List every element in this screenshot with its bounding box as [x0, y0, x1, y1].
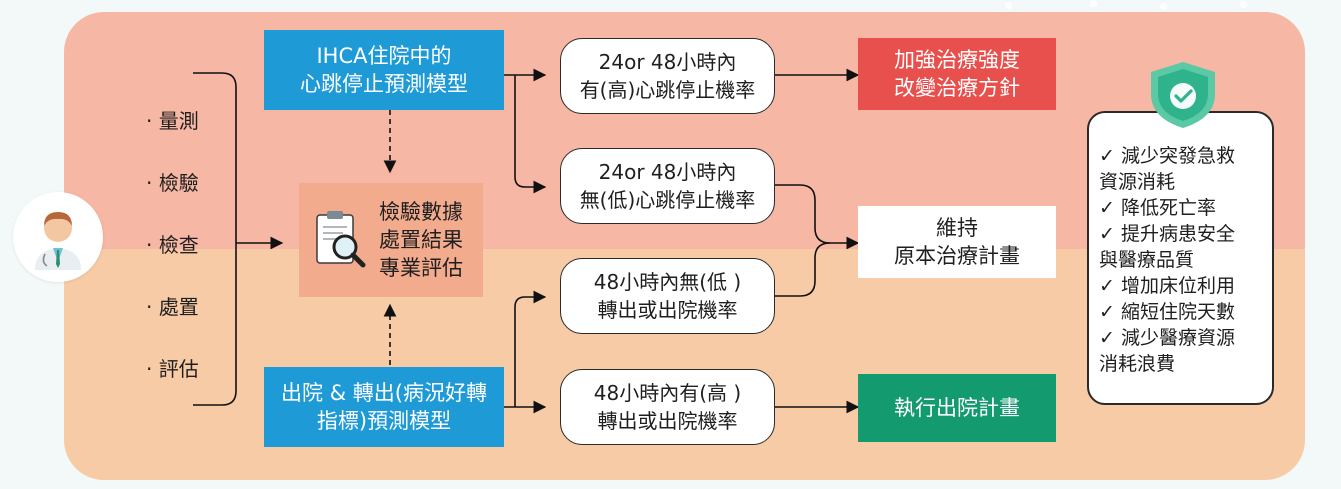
evidence-line1: 檢驗數據 — [379, 200, 463, 224]
inputs-bracket — [193, 72, 237, 406]
input-item-assessment: · 評估 — [146, 357, 199, 381]
arrow-dc-low — [514, 290, 547, 407]
outcome-low-arrest: 24or 48小時內 無(低)心跳停止機率 — [560, 148, 775, 224]
action-intensify-box: 加強治療強度 改變治療方針 — [858, 38, 1056, 110]
benefit-item: 消耗浪費 — [1099, 353, 1176, 375]
clipboard-magnifier-icon — [316, 211, 366, 268]
discharge-model-line2: 指標)預測模型 — [316, 409, 452, 433]
benefit-item: 資源消耗 — [1099, 171, 1176, 193]
ihca-model-line1: IHCA住院中的 — [316, 44, 452, 68]
benefit-item: ✓縮短住院天數 — [1099, 301, 1236, 323]
outcome-low-discharge: 48小時內無(低 ) 轉出或出院機率 — [560, 258, 775, 334]
outcome-low-discharge-line1: 48小時內無(低 ) — [593, 270, 742, 294]
arrow-dclow-to-maintain — [775, 242, 831, 297]
input-item-treatment: · 處置 — [146, 295, 199, 319]
discharge-model-line1: 出院 & 轉出(病況好轉 — [281, 381, 487, 405]
shield-check-icon — [1151, 62, 1215, 128]
doctor-avatar — [13, 192, 103, 282]
decor-dot — [1160, 3, 1167, 10]
benefit-item: ✓提升病患安全 — [1099, 223, 1236, 245]
outcome-high-arrest: 24or 48小時內 有(高)心跳停止機率 — [560, 38, 775, 114]
benefit-item: ✓減少醫療資源 — [1099, 327, 1236, 349]
benefits-panel: ✓減少突發急救 資源消耗 ✓降低死亡率 ✓提升病患安全 與醫療品質 ✓增加床位利… — [1087, 111, 1274, 405]
outcome-high-discharge: 48小時內有(高 ) 轉出或出院機率 — [560, 369, 775, 445]
decor-dot — [1005, 2, 1012, 9]
evidence-line3: 專業評估 — [379, 256, 463, 280]
decor-dot — [1240, 1, 1247, 8]
arrow-low-to-maintain — [775, 184, 860, 250]
decor-dot — [1090, 0, 1097, 7]
outcome-low-arrest-line2: 無(低)心跳停止機率 — [579, 188, 756, 212]
action-intensify-line2: 改變治療方針 — [894, 76, 1020, 100]
action-maintain-line1: 維持 — [936, 216, 978, 240]
ihca-model-line2: 心跳停止預測模型 — [300, 72, 468, 96]
benefit-item: 與醫療品質 — [1099, 249, 1195, 271]
action-maintain-line2: 原本治療計畫 — [894, 244, 1020, 268]
outcome-high-discharge-line1: 48小時內有(高 ) — [593, 381, 742, 405]
input-item-measure: · 量測 — [146, 109, 199, 133]
action-discharge-line1: 執行出院計畫 — [894, 396, 1020, 420]
outcome-low-arrest-line1: 24or 48小時內 — [598, 160, 737, 184]
input-item-exam: · 檢查 — [146, 233, 199, 257]
arrow-ihca-low — [514, 75, 547, 194]
evidence-box: 檢驗數據 處置結果 專業評估 — [299, 183, 483, 297]
benefit-item: ✓減少突發急救 — [1099, 145, 1236, 167]
action-discharge-box: 執行出院計畫 — [858, 374, 1056, 442]
ihca-model-box: IHCA住院中的 心跳停止預測模型 — [264, 30, 504, 110]
doctor-avatar-icon — [35, 212, 81, 270]
outcome-high-arrest-line2: 有(高)心跳停止機率 — [579, 78, 756, 102]
action-maintain-box: 維持 原本治療計畫 — [858, 206, 1056, 278]
outcome-high-arrest-line1: 24or 48小時內 — [598, 50, 737, 74]
evidence-line2: 處置結果 — [379, 228, 463, 252]
discharge-model-box: 出院 & 轉出(病況好轉 指標)預測模型 — [264, 367, 504, 447]
action-intensify-line1: 加強治療強度 — [894, 48, 1020, 72]
benefit-item: ✓降低死亡率 — [1099, 197, 1217, 219]
input-item-lab: · 檢驗 — [146, 171, 199, 195]
benefit-item: ✓增加床位利用 — [1099, 275, 1236, 297]
outcome-low-discharge-line2: 轉出或出院機率 — [597, 298, 738, 322]
evidence-text: 檢驗數據 處置結果 專業評估 — [379, 198, 463, 282]
outcome-high-discharge-line2: 轉出或出院機率 — [597, 409, 738, 433]
